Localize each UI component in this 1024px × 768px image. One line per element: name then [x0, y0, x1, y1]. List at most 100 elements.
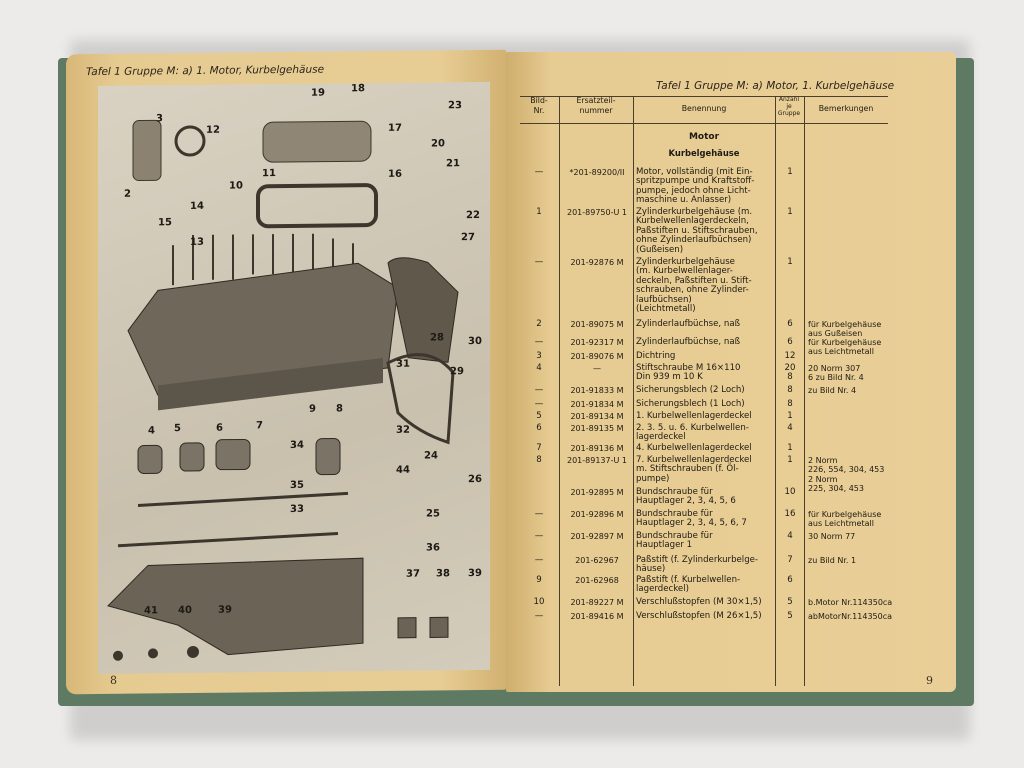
exploded-engine-diagram — [98, 81, 490, 674]
label-42: 41 — [144, 605, 158, 617]
label-18: 18 — [351, 83, 365, 95]
cell-bem: 30 Norm 77 — [808, 532, 856, 541]
cell-nr: 201-91833 M — [570, 386, 624, 395]
cell-ben: Sicherungsblech (2 Loch) — [636, 385, 745, 395]
label-17: 17 — [388, 122, 402, 134]
cell-bild: — — [534, 531, 544, 541]
col-header-bild: Bild- Nr. — [530, 96, 548, 115]
cell-bild: — — [534, 385, 544, 395]
label-7: 7 — [256, 420, 263, 432]
bearing-caps — [137, 437, 341, 476]
valve-cover-shape — [262, 120, 372, 163]
label-13: 13 — [190, 236, 204, 249]
label-20: 20 — [431, 138, 445, 150]
label-22: 22 — [466, 209, 480, 222]
plug-42-shape — [113, 650, 123, 661]
cell-ben: Zylinderkurbelgehäuse (m. Kurbelwellenla… — [636, 257, 752, 315]
engine-parts-drawing — [107, 119, 459, 661]
cell-ben: Motor, vollständig (mit Ein- spritzpumpe… — [636, 167, 755, 206]
cell-anz: 8 — [787, 399, 793, 409]
cell-ben: Bundschraube für Hauptlager 2, 3, 4, 5, … — [636, 509, 747, 529]
cell-bild: — — [534, 399, 544, 409]
label-41: 40 — [178, 604, 192, 617]
cell-anz: 1 — [787, 455, 793, 465]
cell-ben: Bundschraube für Hauptlager 2, 3, 4, 5, … — [636, 487, 736, 507]
cell-nr: 201-89136 M — [570, 444, 624, 453]
cell-bild: 5 — [536, 411, 542, 421]
cell-ben: Dichtring — [636, 351, 676, 361]
label-24: 24 — [424, 450, 438, 462]
cell-ben: Stiftschraube M 16×110 Din 939 m 10 K — [636, 363, 741, 383]
cell-ben: Zylinderkurbelgehäuse (m. Kurbelwellenla… — [636, 207, 758, 255]
label-21: 21 — [446, 158, 460, 170]
label-34: 34 — [290, 439, 304, 451]
label-36: 36 — [426, 542, 440, 554]
cell-bem: b.Motor Nr.114350ca — [808, 598, 893, 607]
cell-bild: — — [534, 509, 544, 519]
cell-nr: 201-91834 M — [570, 400, 624, 409]
cell-nr: 201-62968 — [575, 576, 619, 585]
label-9: 9 — [309, 403, 316, 415]
cell-ben: Verschlußstopfen (M 30×1,5) — [636, 597, 762, 607]
front-gasket-shape — [386, 353, 455, 445]
cell-bild: 1 — [536, 207, 542, 217]
stud-row — [172, 233, 354, 286]
col-divider-3 — [775, 96, 776, 686]
label-10: 10 — [229, 180, 243, 192]
cell-bem: 2 Norm 226, 554, 304, 453 2 Norm 225, 30… — [808, 456, 885, 494]
cell-anz: 12 — [784, 351, 796, 361]
label-5: 5 — [174, 423, 181, 435]
label-25: 25 — [426, 508, 440, 520]
label-6: 6 — [216, 422, 223, 434]
cell-nr: 201-62967 — [575, 556, 619, 565]
label-31: 31 — [396, 358, 410, 370]
label-39: 39 — [468, 567, 482, 580]
cell-nr: 201-92897 M — [570, 532, 624, 541]
cell-bild: 6 — [536, 423, 542, 433]
cell-bild: 10 — [533, 597, 545, 607]
plate-39-shape — [429, 616, 449, 638]
section-subtitle: Kurbelgehäuse — [668, 148, 740, 158]
left-page-number: 8 — [110, 673, 117, 687]
cell-ben: 4. Kurbelwellenlagerdeckel — [636, 443, 752, 453]
cover-gasket-shape — [256, 183, 378, 229]
cell-bem: zu Bild Nr. 1 — [808, 556, 857, 565]
label-8: 8 — [336, 403, 343, 415]
cell-anz: 5 — [787, 611, 793, 621]
cell-bild: 9 — [536, 575, 542, 585]
cell-bem: 20 Norm 307 6 zu Bild Nr. 4 — [808, 364, 864, 383]
cell-anz: 7 — [787, 555, 793, 565]
crankcase-lower-shape — [158, 357, 383, 411]
cell-nr: 201-89134 M — [570, 412, 624, 421]
label-4: 4 — [148, 425, 155, 437]
right-page-number: 9 — [926, 674, 933, 687]
label-16: 16 — [388, 168, 402, 180]
label-15: 15 — [158, 217, 172, 229]
cell-bem: abMotorNr.114350ca — [808, 612, 893, 621]
label-12: 12 — [206, 124, 220, 136]
cell-nr: 201-89076 M — [570, 352, 624, 361]
col-header-anzahl: Anzahl je Gruppe — [777, 96, 801, 117]
cell-nr: 201-89137-U 1 — [567, 456, 627, 465]
col-header-nummer: Ersatzteil- nummer — [576, 96, 616, 115]
cell-nr: 201-89227 M — [570, 598, 624, 607]
cell-bild: — — [534, 257, 544, 267]
cell-anz: 4 — [787, 423, 793, 433]
col-divider-4 — [804, 96, 805, 686]
label-2: 2 — [124, 188, 131, 200]
cell-anz: 1 — [787, 443, 793, 453]
seal-ring-shape — [174, 125, 206, 157]
cylinder-liner-shape — [132, 119, 162, 182]
cell-bild: 2 — [536, 319, 542, 329]
cell-nr: 201-89750-U 1 — [567, 208, 627, 217]
cell-ben: Paßstift (f. Kurbelwellen- lagerdeckel) — [636, 575, 741, 595]
timing-housing-shape — [387, 257, 459, 363]
cell-anz: 16 — [784, 509, 796, 519]
label-29: 29 — [450, 366, 464, 378]
cell-ben: Paßstift (f. Zylinderkurbelge- häuse) — [636, 555, 759, 575]
label-11: 11 — [262, 168, 276, 180]
cell-nr: 201-89075 M — [570, 320, 624, 329]
label-26: 26 — [468, 473, 482, 486]
cell-ben: Bundschraube für Hauptlager 1 — [636, 531, 713, 551]
cell-ben: Verschlußstopfen (M 26×1,5) — [636, 611, 762, 621]
